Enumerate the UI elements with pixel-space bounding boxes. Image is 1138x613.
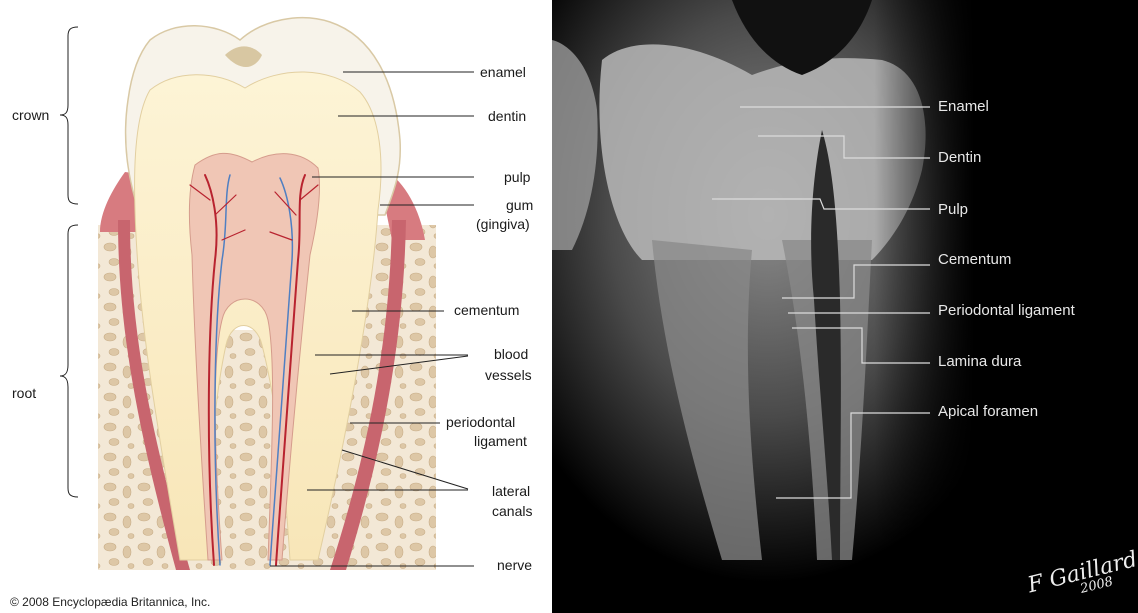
r-lamina-label: Lamina dura	[938, 353, 1021, 371]
r-pulp-label: Pulp	[938, 201, 968, 219]
nerve-label: nerve	[497, 557, 532, 574]
root-label: root	[12, 385, 36, 402]
gum-label: gum	[506, 197, 533, 214]
ligament-label: ligament	[474, 433, 527, 450]
canals-label: canals	[492, 503, 532, 520]
tooth-anatomy-diagram: crown root enamel dentin pulp gum (gingi…	[0, 0, 552, 613]
pulp-label: pulp	[504, 169, 530, 186]
cementum-label: cementum	[454, 302, 519, 319]
vessels-label: vessels	[485, 367, 532, 384]
copyright-credit: © 2008 Encyclopædia Britannica, Inc.	[10, 595, 210, 609]
r-cementum-label: Cementum	[938, 251, 1011, 269]
gingiva-label: (gingiva)	[476, 216, 530, 233]
crown-label: crown	[12, 107, 49, 124]
lateral-canals-leader	[307, 450, 468, 490]
r-enamel-label: Enamel	[938, 98, 989, 116]
dental-radiograph: Enamel Dentin Pulp Cementum Periodontal …	[552, 0, 1138, 613]
blood-vessels-leader	[315, 355, 468, 374]
blood-label: blood	[494, 346, 528, 363]
r-dentin-label: Dentin	[938, 149, 981, 167]
crown-bracket	[60, 27, 78, 204]
root-bracket	[60, 225, 78, 497]
r-apical-label: Apical foramen	[938, 403, 1038, 421]
r-periodontal-label: Periodontal ligament	[938, 302, 1075, 320]
periodontal-label: periodontal	[446, 414, 515, 431]
lateral-label: lateral	[492, 483, 530, 500]
enamel-label: enamel	[480, 64, 526, 81]
dentin-label: dentin	[488, 108, 526, 125]
